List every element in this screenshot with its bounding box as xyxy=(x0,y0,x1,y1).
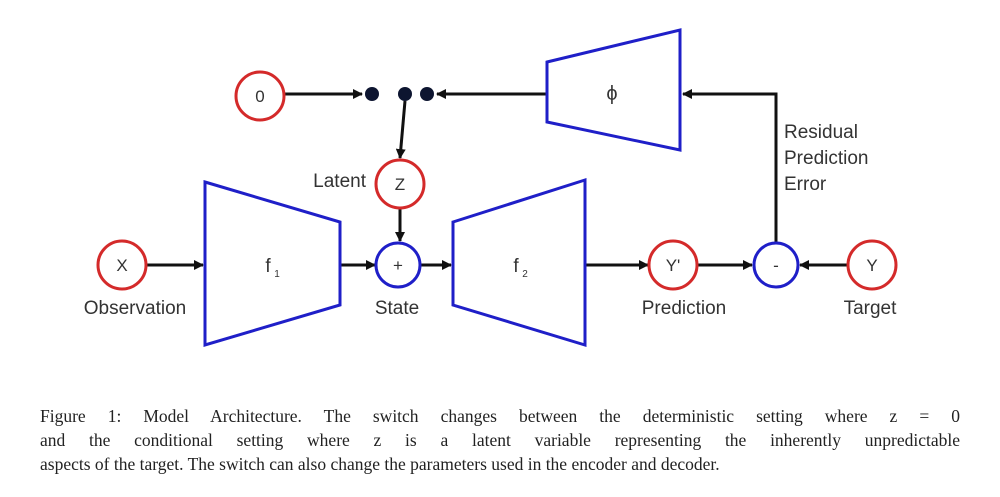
latent-label: Latent xyxy=(313,171,367,192)
state-label: State xyxy=(375,298,419,319)
caption-line: Figure 1: Model Architecture. The switch… xyxy=(40,406,960,426)
arrow-switch-to-z xyxy=(395,100,407,159)
f1-subscript: 1 xyxy=(274,269,280,280)
switch-dot xyxy=(420,87,434,101)
figure-caption: Figure 1: Model Architecture. The switch… xyxy=(40,404,960,476)
prediction-label: Prediction xyxy=(642,298,727,319)
f1-encoder xyxy=(203,179,342,348)
residual-label-line1: Residual xyxy=(784,122,858,143)
minus-label: - xyxy=(773,256,779,275)
switch xyxy=(365,87,434,101)
phi-network xyxy=(545,28,682,152)
f2-label: f xyxy=(513,256,519,277)
caption-line: and the conditional setting where z is a… xyxy=(40,430,960,450)
zero-label: 0 xyxy=(255,87,264,106)
z-node xyxy=(374,158,426,210)
f2-subscript: 2 xyxy=(522,269,528,280)
arrow-residual-to-phi xyxy=(682,89,778,242)
z-label: Z xyxy=(395,175,405,194)
ypred-node xyxy=(647,239,699,291)
architecture-diagram: 0 Z X + Y' - Y ϕ f 1 f 2 Latent Observat… xyxy=(84,28,898,348)
switch-dot xyxy=(365,87,379,101)
plus-node xyxy=(374,241,422,289)
x-node xyxy=(96,239,148,291)
f1-label: f xyxy=(265,256,271,277)
phi-label: ϕ xyxy=(606,83,617,105)
zero-node xyxy=(234,70,286,122)
residual-label-line3: Error xyxy=(784,174,827,195)
y-label: Y xyxy=(866,256,877,275)
plus-label: + xyxy=(393,256,403,275)
minus-node xyxy=(752,241,800,289)
f2-decoder xyxy=(451,177,587,348)
ypred-label: Y' xyxy=(666,256,681,275)
residual-label-line2: Prediction xyxy=(784,148,869,169)
observation-label: Observation xyxy=(84,298,186,319)
y-node xyxy=(846,239,898,291)
caption-line: aspects of the target. The switch can al… xyxy=(40,454,720,474)
x-label: X xyxy=(116,256,127,275)
target-label: Target xyxy=(844,298,898,319)
switch-dot xyxy=(398,87,412,101)
